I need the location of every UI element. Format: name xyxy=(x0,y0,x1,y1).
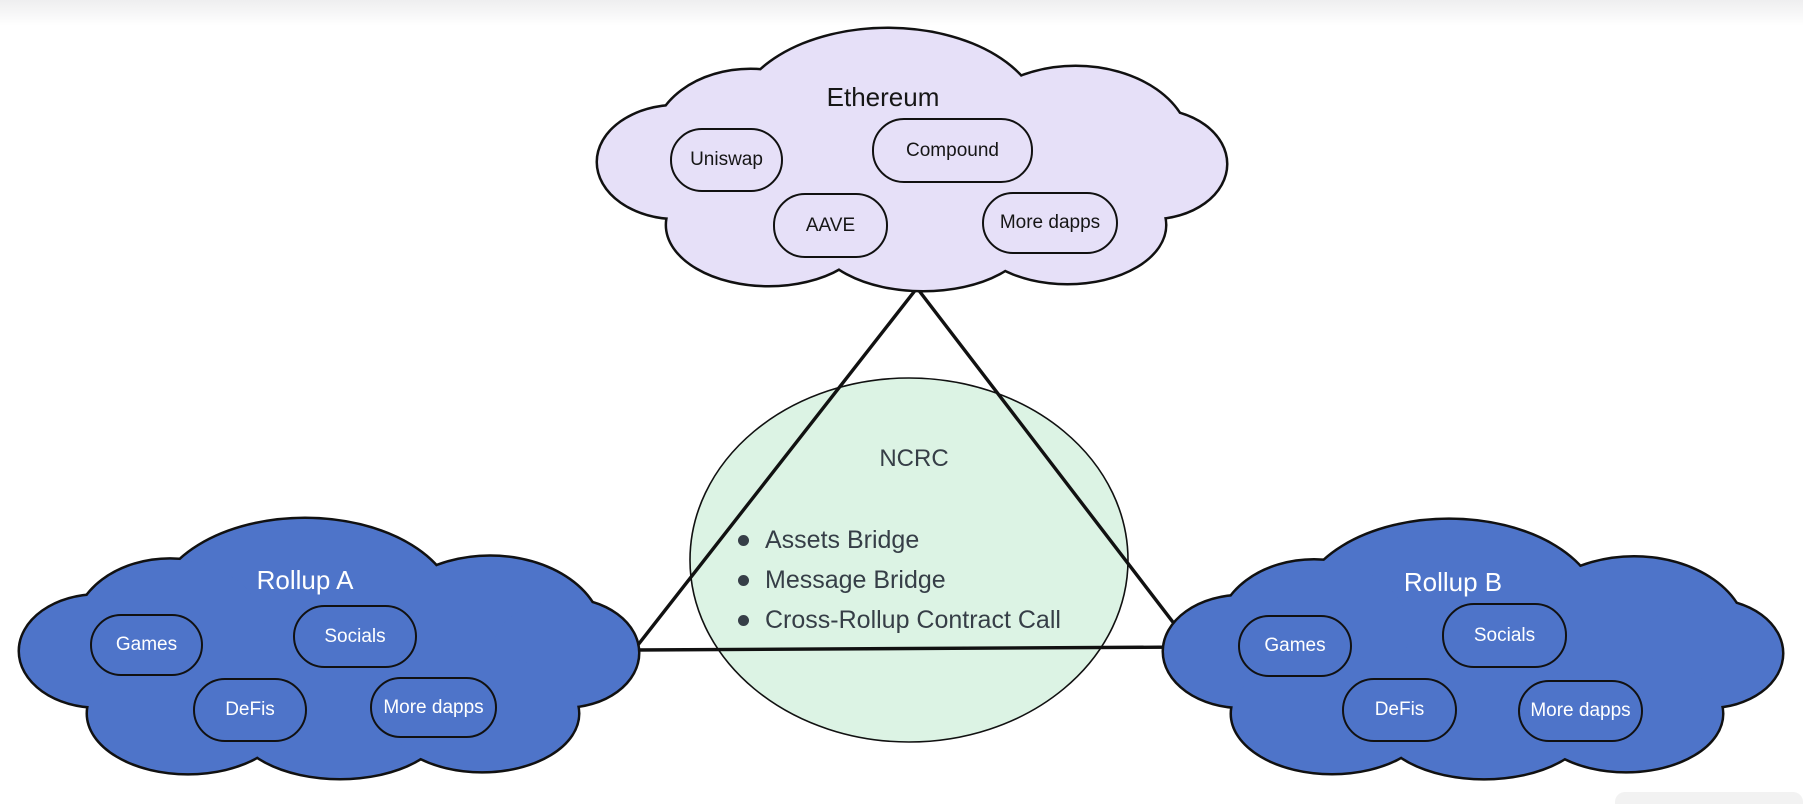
bridge-triangle xyxy=(632,286,1194,652)
triangle-right-edge xyxy=(915,286,1194,649)
cloud-bump xyxy=(970,167,1165,283)
ethereum-cloud xyxy=(595,26,1229,293)
rollup-b-cloud xyxy=(1161,517,1785,781)
cloud-bump xyxy=(1530,656,1722,772)
triangle-left-edge xyxy=(632,286,919,652)
triangle-bottom-edge xyxy=(633,645,1193,652)
rollup-a-cloud xyxy=(17,516,641,781)
ncrc-ellipse xyxy=(689,377,1129,743)
cloud-bump xyxy=(386,655,578,772)
